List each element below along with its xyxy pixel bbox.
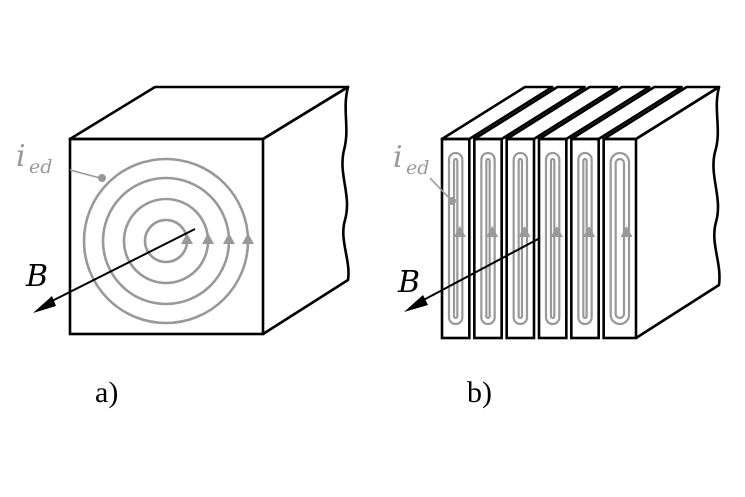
- lamination-eddy-loop-outer: [447, 151, 464, 326]
- lamination-sheet: [505, 137, 536, 340]
- field-vector-b-shaft: [415, 237, 541, 305]
- field-vector-b-arrowhead: [33, 296, 56, 313]
- solid-core-side-face: [262, 85, 350, 336]
- lamination-eddy-loop-inner: [582, 157, 588, 320]
- lamination-top-edge: [473, 85, 586, 141]
- lamination-sheet: [602, 137, 638, 340]
- lamination-eddy-loop-inner: [485, 157, 491, 320]
- lamination-eddy-loop-inner: [452, 157, 459, 320]
- caption-a: a): [95, 376, 118, 409]
- lamination-sheet: [537, 137, 568, 340]
- lamination-eddy-arrow: [486, 226, 499, 237]
- eddy-current-ring: [143, 218, 189, 264]
- current-label-i: i: [393, 140, 403, 175]
- lamination-top-edge: [505, 85, 619, 141]
- lamination-eddy-arrow: [518, 226, 531, 237]
- lamination-top-edge: [570, 85, 683, 141]
- lamination-sheet: [440, 137, 471, 340]
- eddy-current-ring: [82, 157, 250, 325]
- lamination-eddy-loop-inner: [517, 157, 524, 320]
- lamination-sheet: [473, 137, 503, 340]
- eddy-current-loops: [82, 157, 250, 325]
- current-label-subscript: ed: [406, 157, 429, 179]
- field-label-b: B: [25, 259, 48, 294]
- lamination-sheet: [570, 137, 600, 340]
- lamination-eddy-arrow: [583, 226, 596, 237]
- field-label-b: B: [397, 265, 420, 300]
- field-vector-b-shaft: [43, 228, 196, 306]
- laminated-core-side-face: [635, 85, 721, 340]
- lamination-eddy-loop-outer: [577, 151, 593, 326]
- lamination-eddy-loop-outer: [480, 151, 496, 326]
- current-label-subscript: ed: [29, 156, 52, 178]
- lamination-top-edge: [440, 85, 554, 141]
- lamination-eddy-loop-outer: [544, 151, 561, 326]
- lamination-eddy-loop-outer: [609, 151, 631, 326]
- lamination-eddy-loops: [447, 151, 631, 326]
- eddy-current-arrow: [242, 233, 254, 244]
- field-vector-b-arrowhead: [404, 295, 428, 312]
- current-label-i: i: [16, 139, 26, 174]
- current-label-dot: [448, 197, 456, 205]
- lamination-eddy-loop-inner: [549, 157, 556, 320]
- current-label-leader: [429, 177, 452, 201]
- lamination-eddy-arrow: [620, 226, 633, 237]
- lamination-eddy-arrow: [550, 226, 563, 237]
- lamination-top-edge: [602, 85, 721, 141]
- eddy-current-arrows: [181, 233, 254, 244]
- caption-b: b): [467, 376, 492, 409]
- lamination-top-edge: [537, 85, 651, 141]
- panel-b-laminated-core: i ed B b): [393, 85, 721, 409]
- solid-core-front-face: [68, 137, 265, 336]
- current-label-dot: [98, 174, 106, 182]
- lamination-eddy-arrows: [453, 226, 633, 237]
- current-label-leader: [69, 169, 101, 179]
- lamination-eddy-loop-inner: [614, 157, 626, 320]
- lamination-eddy-arrow: [453, 226, 466, 237]
- eddy-current-ring: [122, 197, 210, 285]
- lamination-eddy-loop-outer: [512, 151, 529, 326]
- eddy-current-arrow: [202, 233, 214, 244]
- eddy-current-arrow: [223, 233, 235, 244]
- eddy-current-arrow: [181, 233, 193, 244]
- panel-a-solid-core: i ed B a): [16, 85, 350, 409]
- lamination-front-faces: [440, 137, 638, 340]
